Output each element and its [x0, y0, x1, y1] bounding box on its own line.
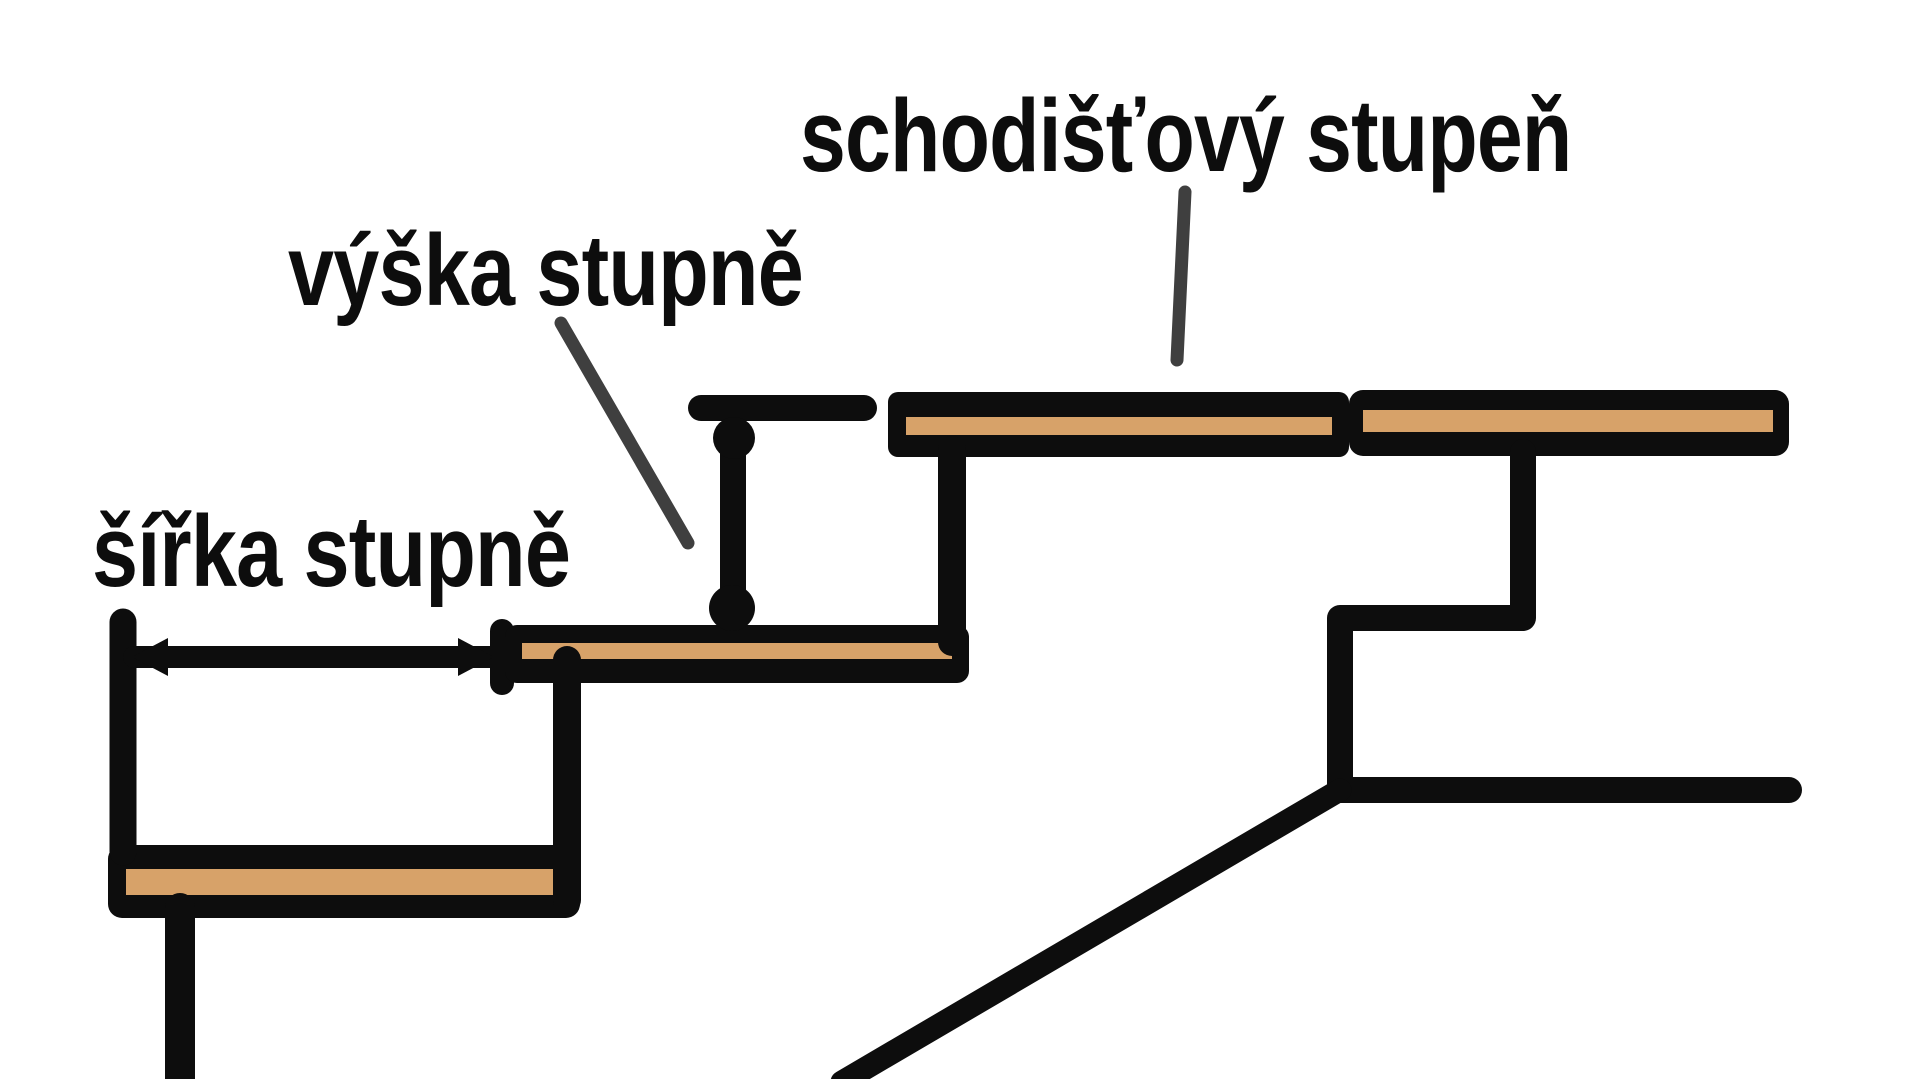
- step-height-label: výška stupně: [288, 215, 804, 327]
- height-dimension-top-dot: [713, 417, 755, 459]
- staircase-step-label: schodišťový stupeň: [800, 78, 1572, 193]
- middle-step: [505, 625, 969, 914]
- bottom-step: [108, 608, 580, 1079]
- stringer-structure: [830, 439, 1802, 1079]
- height-dimension-bottom-dot: [709, 585, 755, 631]
- middle-step-tread-wood: [522, 643, 952, 659]
- upper-step: [888, 390, 1789, 656]
- upper-step-tread-right-wood: [1363, 410, 1773, 432]
- width-dimension-right-arrowhead: [458, 638, 494, 676]
- stringer-step-outline: [1327, 439, 1802, 803]
- bottom-step-tread-wood: [126, 869, 562, 895]
- step-width-label: šířka stupně: [92, 496, 571, 608]
- width-dimension-left-arrowhead: [132, 638, 168, 676]
- upper-step-tread-left-wood: [906, 417, 1332, 435]
- height-pointer-line: [554, 316, 695, 550]
- stringer-diagonal-line: [830, 778, 1352, 1079]
- title-pointer-line: [1170, 185, 1192, 367]
- height-dimension: [688, 395, 877, 631]
- width-dimension: [123, 619, 514, 695]
